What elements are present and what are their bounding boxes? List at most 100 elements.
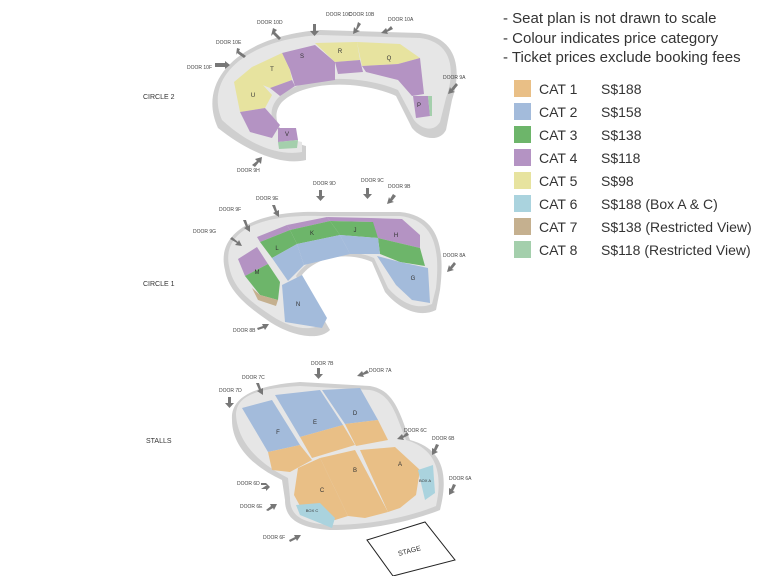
door-label: DOOR 7D	[219, 388, 242, 394]
section-label: B	[353, 468, 357, 474]
section-label: C	[320, 488, 325, 494]
legend-price: S$138 (Restricted View)	[601, 218, 752, 235]
section-label: J	[354, 228, 357, 234]
stage: STAGE	[366, 521, 456, 576]
section-label: L	[275, 246, 279, 252]
section-v[interactable]	[278, 128, 298, 142]
arrow-icon	[387, 194, 396, 204]
door-label: DOOR 7A	[369, 368, 392, 374]
doors: DOOR 10D DOOR 10C DOOR 10B DOOR 10A DOOR…	[187, 12, 472, 541]
color-swatch	[514, 80, 531, 97]
arrow-icon	[261, 483, 270, 491]
legend-category: CAT 1	[539, 80, 578, 97]
section-h[interactable]	[370, 218, 420, 248]
door-label: DOOR 9E	[256, 196, 279, 202]
color-swatch	[514, 149, 531, 166]
legend-price: S$188 (Box A & C)	[601, 195, 718, 212]
section-d[interactable]	[322, 388, 378, 424]
legend-category: CAT 8	[539, 241, 578, 258]
door-label: DOOR 6C	[404, 428, 427, 434]
legend-category: CAT 3	[539, 126, 578, 143]
section-b[interactable]	[320, 450, 388, 518]
arrow-icon	[432, 444, 439, 455]
note-booking-fees: - Ticket prices exclude booking fees	[503, 49, 741, 66]
door-label: DOOR 7B	[311, 361, 334, 367]
arrow-icon	[397, 432, 409, 440]
section-label: A	[398, 462, 402, 468]
legend-price: S$138	[601, 126, 642, 143]
door-label: DOOR 10D	[257, 20, 283, 26]
legend-item: CAT 2 S$158	[514, 100, 752, 123]
door-arrows	[215, 22, 458, 542]
door-label: DOOR 9B	[388, 184, 411, 190]
door-label: DOOR 9H	[237, 168, 260, 174]
section-label: BOX A	[419, 478, 431, 483]
color-swatch	[514, 241, 531, 258]
arrow-icon	[225, 397, 234, 408]
door-label: DOOR 10F	[187, 65, 212, 71]
door-label: DOOR 6A	[449, 476, 472, 482]
legend-price: S$158	[601, 103, 642, 120]
section-m[interactable]	[238, 247, 268, 276]
door-label: DOOR 6B	[432, 436, 455, 442]
arrow-icon	[316, 190, 325, 201]
section-j[interactable]	[327, 217, 373, 222]
door-label: DOOR 9D	[313, 181, 336, 187]
door-label: DOOR 10E	[216, 40, 242, 46]
section-label: E	[313, 420, 317, 426]
arrow-icon	[357, 370, 369, 377]
door-label: DOOR 9A	[443, 75, 466, 81]
level-label-stalls: STALLS	[146, 438, 172, 445]
arrow-icon	[310, 24, 319, 36]
section-label: M	[255, 270, 260, 276]
section-s[interactable]	[282, 45, 335, 86]
legend-item: CAT 1 S$188	[514, 77, 752, 100]
level-label-circle-1: CIRCLE 1	[143, 281, 175, 288]
legend-item: CAT 3 S$138	[514, 123, 752, 146]
door-label: DOOR 9G	[193, 229, 216, 235]
arrow-icon	[272, 205, 279, 217]
section-label: U	[251, 93, 255, 99]
arrow-icon	[266, 504, 277, 511]
section-q[interactable]	[362, 58, 424, 96]
door-label: DOOR 6D	[237, 481, 260, 487]
section-u[interactable]	[234, 67, 272, 112]
arrow-icon	[236, 48, 246, 58]
section-g[interactable]	[377, 256, 430, 303]
legend-price: S$188	[601, 80, 642, 97]
section-p[interactable]	[413, 96, 430, 118]
box-a[interactable]	[418, 465, 435, 500]
section-k[interactable]	[287, 217, 330, 230]
section-l[interactable]	[257, 225, 290, 242]
circle-1-level: H J K L M N G	[223, 211, 442, 337]
box-c[interactable]	[296, 503, 335, 528]
section-label: V	[285, 132, 289, 138]
arrow-icon	[215, 61, 230, 69]
arrow-icon	[353, 22, 361, 34]
door-label: DOOR 9C	[361, 178, 384, 184]
legend-category: CAT 2	[539, 103, 578, 120]
section-n[interactable]	[282, 275, 327, 328]
arrow-icon	[243, 220, 250, 232]
section-t[interactable]	[252, 53, 292, 88]
level-label-circle-2: CIRCLE 2	[143, 94, 175, 101]
section-label: T	[270, 67, 274, 73]
color-swatch	[514, 172, 531, 189]
section-label: R	[338, 49, 343, 55]
section-f[interactable]	[242, 400, 300, 452]
door-label: DOOR 10A	[388, 17, 414, 23]
section-e[interactable]	[275, 390, 343, 437]
legend-price: S$98	[601, 172, 634, 189]
section-label: G	[411, 276, 416, 282]
section-label: N	[296, 302, 300, 308]
door-label: DOOR 10C	[326, 12, 352, 18]
section-a[interactable]	[360, 447, 420, 512]
section-r[interactable]	[335, 60, 363, 74]
legend-price: S$118 (Restricted View)	[601, 241, 751, 258]
section-label: S	[300, 54, 304, 60]
note-not-to-scale: - Seat plan is not drawn to scale	[503, 10, 717, 27]
arrow-icon	[252, 157, 262, 167]
